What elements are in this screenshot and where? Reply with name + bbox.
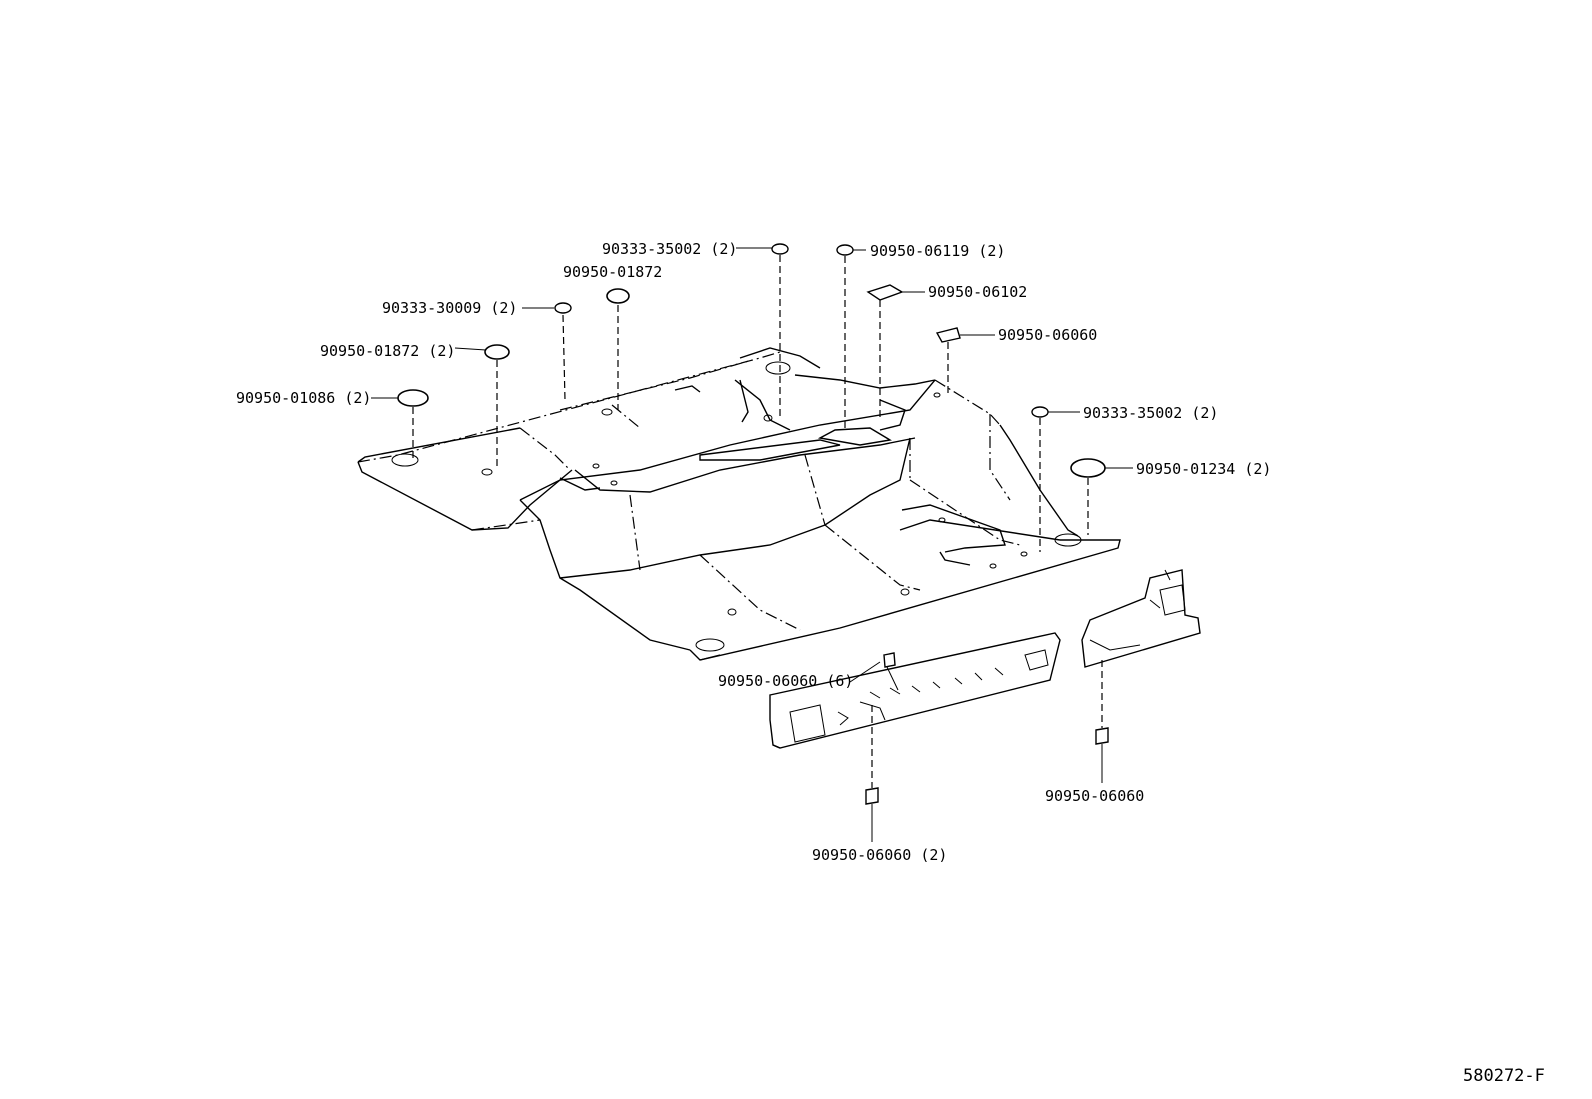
callout-90950-06102: 90950-06102 bbox=[928, 283, 1027, 301]
callout-90950-01086: 90950-01086 (2) bbox=[236, 389, 371, 407]
right-rocker-panel bbox=[1081, 569, 1201, 668]
callout-90333-30009: 90333-30009 (2) bbox=[382, 299, 517, 317]
callout-90950-06060-2: 90950-06060 (2) bbox=[812, 846, 947, 864]
callout-90950-06060-6: 90950-06060 (6) bbox=[718, 672, 853, 690]
callout-90950-01872: 90950-01872 bbox=[563, 263, 662, 281]
callout-90333-35002-top: 90333-35002 (2) bbox=[602, 240, 737, 258]
callout-90950-01872-2: 90950-01872 (2) bbox=[320, 342, 455, 360]
callout-90333-35002-right: 90333-35002 (2) bbox=[1083, 404, 1218, 422]
callout-90950-01234: 90950-01234 (2) bbox=[1136, 460, 1271, 478]
plug-parts bbox=[371, 243, 1133, 842]
floor-pan-panel bbox=[357, 347, 1121, 661]
left-rocker-panel bbox=[769, 632, 1061, 749]
callout-90950-06119: 90950-06119 (2) bbox=[870, 242, 1005, 260]
figure-code: 580272-F bbox=[1463, 1066, 1545, 1086]
callout-90950-06060-right: 90950-06060 bbox=[1045, 787, 1144, 805]
callout-90950-06060-top: 90950-06060 bbox=[998, 326, 1097, 344]
